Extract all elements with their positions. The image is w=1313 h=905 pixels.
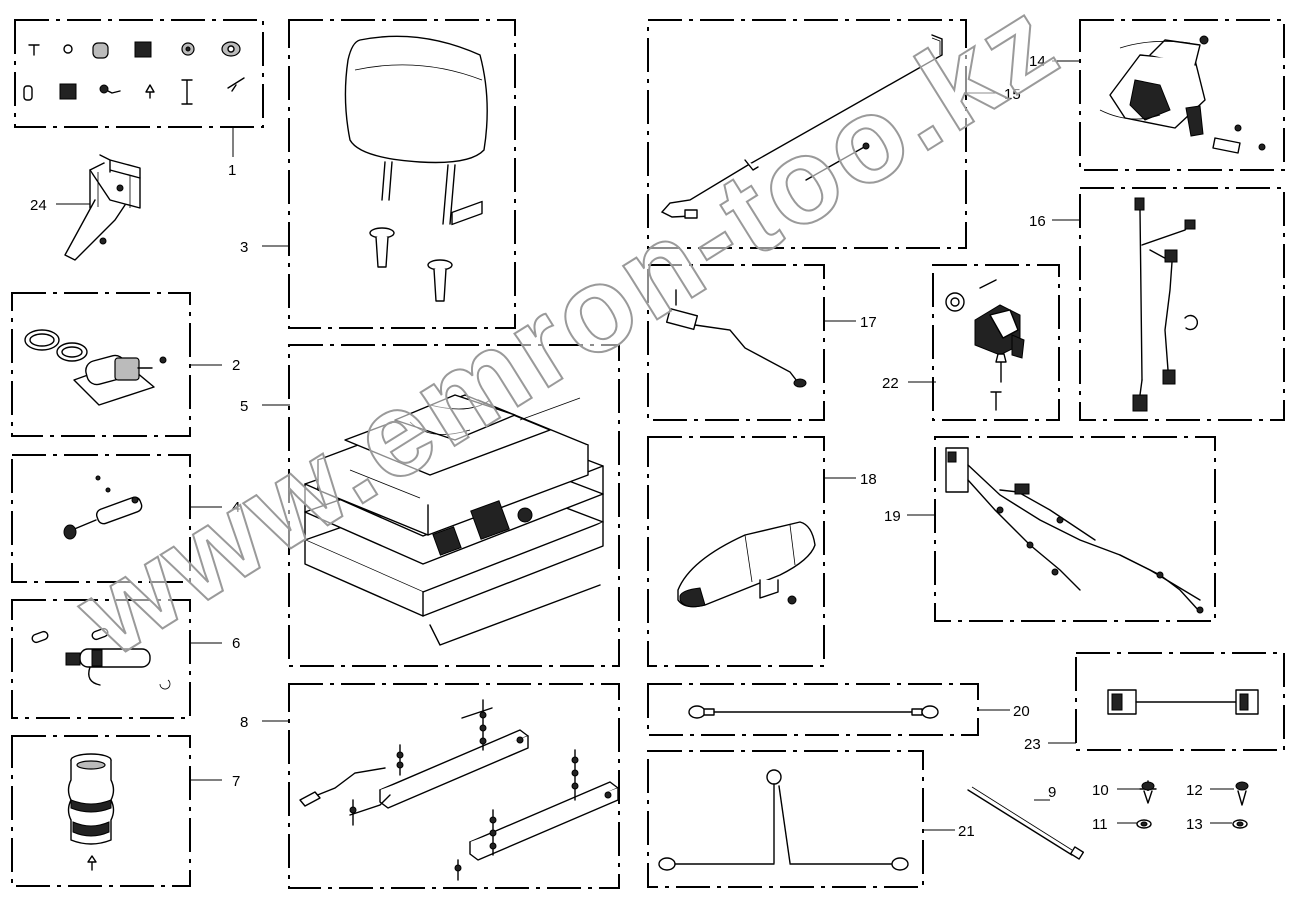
part-6-cylinder [31,627,171,690]
part-4-gas-spring [63,475,143,540]
part-3-headrest [344,35,488,302]
leader-lines [56,60,1234,831]
frame-part-17 [647,264,825,421]
callout-4: 4 [232,499,240,516]
callout-5: 5 [240,398,248,415]
frame-part-5 [288,344,620,667]
part-1-hardware-kit [23,41,245,105]
callout-12: 12 [1186,782,1203,799]
part-7-air-spring [67,753,115,871]
frame-part-4 [11,454,191,583]
part-18-armrest [677,521,816,608]
part-23-adapter-cable [1107,689,1259,715]
callout-24: 24 [30,197,47,214]
frame-part-23 [1075,652,1285,751]
callout-21: 21 [958,823,975,840]
part-12-screw [1235,781,1249,806]
part-11-washer [1136,819,1152,829]
part-13-washer [1232,819,1248,829]
part-20-ground-strap [688,705,939,719]
part-14-mechanism [1099,35,1266,154]
part-2-pump [24,329,167,406]
callout-19: 19 [884,508,901,525]
part-16-harness [1132,197,1199,412]
callout-23: 23 [1024,736,1041,753]
callout-15: 15 [1004,86,1021,103]
callout-16: 16 [1029,213,1046,230]
callout-14: 14 [1029,53,1046,70]
frame-part-22 [932,264,1060,421]
part-10-screw [1139,780,1157,804]
frame-part-1 [14,19,264,128]
part-21-ground-cable [658,769,909,871]
callout-2: 2 [232,357,240,374]
callout-8: 8 [240,714,248,731]
frame-part-19 [934,436,1216,622]
callout-7: 7 [232,773,240,790]
part-9-cable-tie [967,786,1085,860]
part-8-slide-rails [299,699,619,881]
callout-22: 22 [882,375,899,392]
callout-13: 13 [1186,816,1203,833]
frame-part-7 [11,735,191,887]
part-5-suspension [304,200,604,646]
callout-20: 20 [1013,703,1030,720]
frame-part-8 [288,683,620,889]
frame-part-15 [647,19,967,249]
part-17-cable [665,289,807,388]
frame-part-6 [11,599,191,719]
callout-18: 18 [860,471,877,488]
callout-3: 3 [240,239,248,256]
bolt-stack-left [349,699,579,881]
callout-17: 17 [860,314,877,331]
callout-6: 6 [232,635,240,652]
callout-11: 11 [1092,816,1108,833]
frame-part-18 [647,436,825,667]
frame-part-3 [288,19,516,329]
callout-9: 9 [1048,784,1056,801]
callout-10: 10 [1092,782,1109,799]
part-15-rod [660,34,943,219]
frame-part-21 [647,750,924,888]
part-22-valve [945,279,1025,411]
part-19-loom [945,447,1204,614]
part-24-bracket [64,154,141,261]
frame-part-14 [1079,19,1285,171]
watermark-text: www.emron-too.kz [54,0,1081,683]
frame-part-16 [1079,187,1285,421]
callout-1: 1 [228,162,236,179]
